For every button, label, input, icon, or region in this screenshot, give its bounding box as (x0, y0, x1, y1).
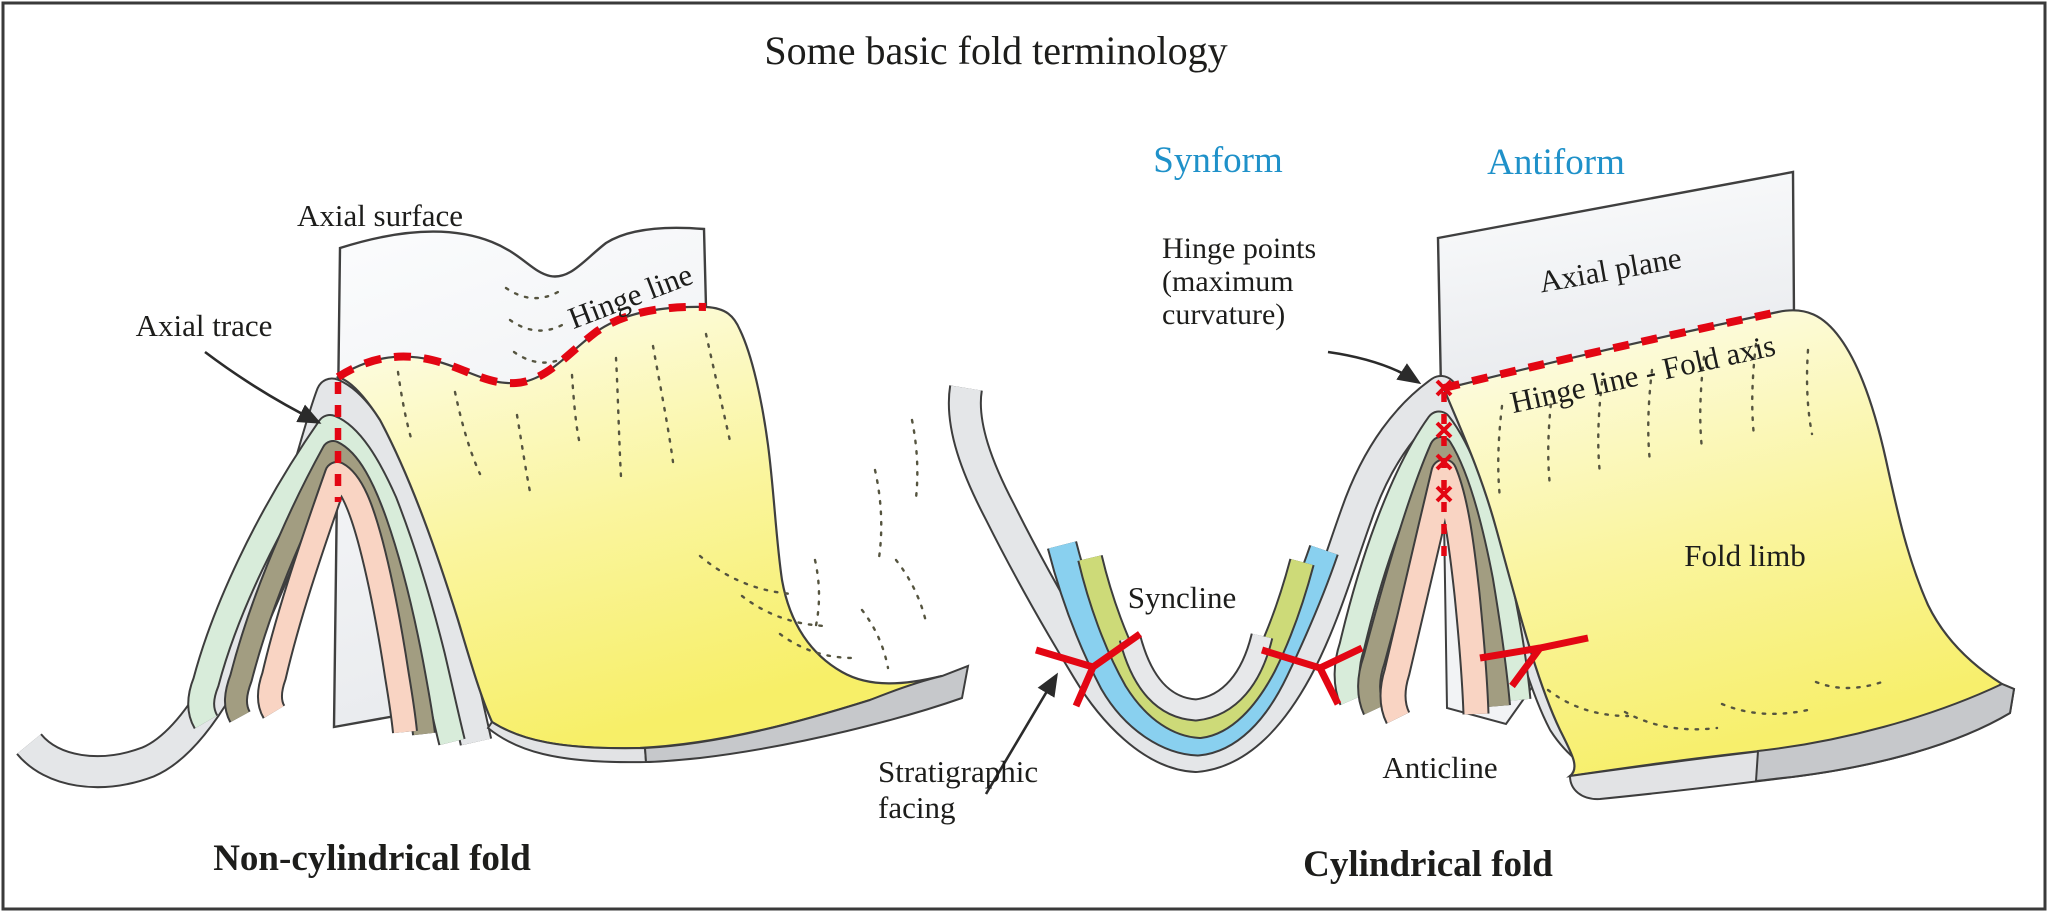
anticline-label: Anticline (1382, 750, 1497, 785)
stratigraphic-facing-arrow (984, 672, 1058, 795)
layer-green (189, 416, 464, 745)
hinge-point-x-marks (1435, 379, 1453, 503)
non-cylindrical-fold-caption: Non-cylindrical fold (213, 838, 531, 879)
layer-pink (258, 463, 416, 734)
syncline-label: Syncline (1128, 580, 1237, 615)
left-hinge-line-dashes (335, 302, 707, 388)
facing-y-mark-3 (1479, 634, 1589, 689)
layer-yellow-green (1079, 555, 1313, 737)
hinge-points-label-line2: (maximum (1162, 265, 1294, 298)
left-under-strip-dark (643, 664, 970, 764)
hinge-points-label-line1: Hinge points (1162, 232, 1316, 265)
facing-y-mark-2 (1260, 644, 1364, 706)
axial-trace-label: Axial trace (136, 308, 273, 343)
synform-label: Synform (1153, 140, 1283, 181)
fold-limb-label: Fold limb (1684, 538, 1805, 573)
layer-pink (1381, 460, 1488, 724)
stratigraphic-facing-label-line2: facing (878, 790, 955, 825)
right-limb-dotted-texture (1497, 342, 1884, 731)
axial-surface-label: Axial surface (297, 198, 463, 233)
left-limb-dotted-texture (396, 332, 928, 670)
cylindrical-fold-caption: Cylindrical fold (1303, 844, 1553, 885)
right-under-strip-dark (1754, 682, 2016, 783)
antiform-label: Antiform (1487, 142, 1625, 183)
axial-trace-arrow (204, 350, 322, 424)
layer-inner-gray (1120, 633, 1272, 720)
stratigraphic-facing-marks (1034, 631, 1589, 708)
left-fold-layers (16, 377, 493, 789)
hinge-points-label-line3: curvature) (1162, 298, 1285, 331)
layer-olive (1359, 438, 1509, 715)
right-hinge-line-dashes (1443, 308, 1779, 392)
stratigraphic-facing-label-line1: Stratigraphic (878, 754, 1038, 789)
figure-title: Some basic fold terminology (764, 28, 1227, 73)
facing-y-mark-1 (1034, 631, 1143, 708)
hinge-points-arrow (1327, 350, 1422, 385)
